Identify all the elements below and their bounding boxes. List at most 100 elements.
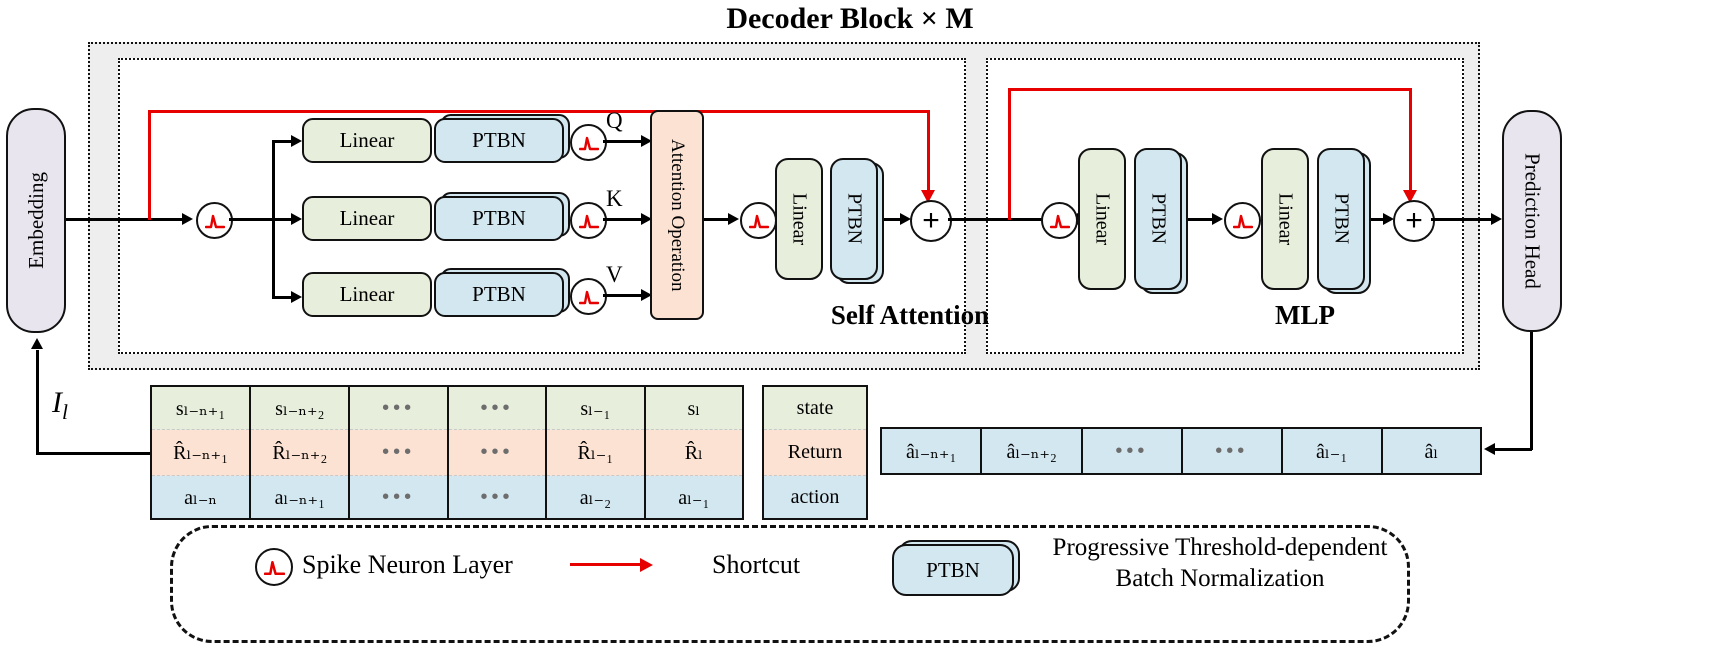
table-cell: •••	[348, 385, 449, 430]
shortcut-mlp-riser	[1008, 88, 1011, 220]
spike-glyph	[748, 214, 769, 228]
linear-block-mlp2[interactable]: Linear	[1261, 148, 1309, 290]
table-row: âₗ₋ₙ₊₁ âₗ₋ₙ₊₂ ••• ••• âₗ₋₁ âₗ	[879, 427, 1483, 475]
output-cell: •••	[1180, 427, 1283, 475]
spike-glyph	[263, 560, 285, 575]
legend-shortcut-arrowhead	[640, 558, 653, 572]
arrowhead-q	[291, 135, 302, 147]
spike-glyph	[204, 214, 225, 228]
embedding-block[interactable]: Embedding	[6, 108, 66, 333]
residual-add-self-attention[interactable]: +	[910, 200, 952, 242]
legend-cell-return: Return	[762, 429, 868, 476]
q-label: Q	[606, 108, 623, 133]
table-cell[interactable]: aₗ₋ₙ₊₁	[249, 475, 351, 520]
sequence-legend-column: state Return action	[762, 385, 868, 520]
plus-symbol: +	[1405, 204, 1423, 237]
output-cell[interactable]: âₗ₋₁	[1280, 427, 1383, 475]
legend-shortcut-label: Shortcut	[712, 550, 801, 579]
linear-block-v[interactable]: Linear	[302, 272, 432, 317]
table-cell[interactable]: R̂ₗ₋ₙ₊₂	[249, 429, 351, 476]
arrowhead-v	[291, 291, 302, 303]
spike-neuron-icon[interactable]	[570, 124, 607, 161]
shortcut-mlp-arrowhead	[1403, 190, 1417, 203]
spike-glyph	[578, 136, 599, 150]
decoder-block-outer-frame	[88, 42, 1480, 370]
output-cell[interactable]: âₗ₋ₙ₊₁	[879, 427, 983, 475]
linear-block-mlp1[interactable]: Linear	[1078, 148, 1126, 290]
table-cell: •••	[446, 429, 548, 476]
arrowhead-q-attn	[641, 135, 652, 147]
ptbn-label: PTBN	[472, 128, 526, 152]
prediction-head-block[interactable]: Prediction Head	[1502, 110, 1562, 332]
arrowhead-v-attn	[641, 289, 652, 301]
table-row: R̂ₗ₋ₙ₊₁ R̂ₗ₋ₙ₊₂ ••• ••• R̂ₗ₋₁ R̂ₗ	[149, 429, 745, 476]
ptbn-block-v[interactable]: PTBN	[434, 272, 564, 317]
output-sequence-table: âₗ₋ₙ₊₁ âₗ₋ₙ₊₂ ••• ••• âₗ₋₁ âₗ	[879, 427, 1483, 475]
arrowhead-output-row	[1484, 443, 1495, 455]
shortcut-sa-riser	[148, 110, 151, 220]
table-cell[interactable]: sₗ₋₁	[545, 385, 646, 430]
linear-label: Linear	[788, 192, 811, 246]
spike-glyph	[578, 214, 599, 228]
v-label: V	[606, 262, 623, 287]
self-attention-label: Self Attention	[830, 300, 990, 330]
ptbn-block-mlp2[interactable]: PTBN	[1317, 148, 1365, 290]
wire-head-to-output	[1490, 448, 1532, 451]
spike-neuron-icon[interactable]	[196, 202, 233, 239]
wire-spike-fanout	[229, 218, 274, 221]
legend-spike-label: Spike Neuron Layer	[302, 550, 513, 579]
ptbn-block-mlp1[interactable]: PTBN	[1134, 148, 1182, 290]
wire-head-down	[1530, 332, 1533, 450]
input-current-subscript: l	[62, 400, 68, 424]
wire-to-q	[272, 140, 294, 143]
ptbn-block-q[interactable]: PTBN	[434, 118, 564, 163]
input-sequence-table: sₗ₋ₙ₊₁ sₗ₋ₙ₊₂ ••• ••• sₗ₋₁ sₗ R̂ₗ₋ₙ₊₁ R̂…	[149, 385, 745, 520]
residual-add-mlp[interactable]: +	[1393, 200, 1435, 242]
table-row: state	[762, 385, 868, 430]
wire-mlp-to-head	[1431, 218, 1496, 221]
table-cell: •••	[348, 475, 449, 520]
spike-neuron-icon[interactable]	[740, 202, 777, 239]
table-row: action	[762, 475, 868, 520]
arrowhead-sa-add	[900, 213, 911, 225]
linear-label: Linear	[339, 128, 395, 152]
spike-neuron-icon[interactable]	[570, 202, 607, 239]
output-cell: •••	[1080, 427, 1183, 475]
spike-neuron-icon[interactable]	[570, 278, 607, 315]
shortcut-sa-drop	[927, 110, 930, 192]
table-cell[interactable]: aₗ₋₂	[545, 475, 646, 520]
linear-block-q[interactable]: Linear	[302, 118, 432, 163]
table-cell[interactable]: sₗ₋ₙ₊₁	[149, 385, 252, 430]
output-cell[interactable]: âₗ₋ₙ₊₂	[980, 427, 1083, 475]
linear-block-sa-proj[interactable]: Linear	[775, 158, 823, 280]
wire-q-to-attention	[603, 140, 645, 143]
ptbn-block-k[interactable]: PTBN	[434, 196, 564, 241]
table-cell[interactable]: sₗ	[643, 385, 745, 430]
table-row: Return	[762, 429, 868, 476]
ptbn-label: PTBN	[472, 282, 526, 306]
spike-glyph	[1049, 214, 1070, 228]
table-cell[interactable]: R̂ₗ₋ₙ₊₁	[149, 429, 252, 476]
input-current-label: Il	[52, 386, 68, 425]
ptbn-label: PTBN	[843, 193, 866, 245]
table-cell[interactable]: sₗ₋ₙ₊₂	[249, 385, 351, 430]
legend-ptbn-line2: Batch Normalization	[1115, 565, 1325, 593]
attention-operation-block[interactable]: Attention Operation	[650, 110, 704, 320]
arrowhead-k-attn	[641, 213, 652, 225]
wire-table-to-input	[36, 452, 154, 455]
ptbn-block-sa-proj[interactable]: PTBN	[830, 158, 878, 280]
plus-symbol: +	[922, 204, 940, 237]
linear-block-k[interactable]: Linear	[302, 196, 432, 241]
table-cell: •••	[348, 429, 449, 476]
table-cell[interactable]: R̂ₗ	[643, 429, 745, 476]
table-cell[interactable]: aₗ₋ₙ	[149, 475, 252, 520]
legend-ptbn-block: PTBN	[892, 544, 1014, 596]
output-cell[interactable]: âₗ	[1380, 427, 1483, 475]
k-label: K	[606, 186, 623, 211]
spike-neuron-icon[interactable]	[1041, 202, 1078, 239]
legend-container	[170, 525, 1410, 643]
table-cell[interactable]: aₗ₋₁	[643, 475, 745, 520]
table-row: sₗ₋ₙ₊₁ sₗ₋ₙ₊₂ ••• ••• sₗ₋₁ sₗ	[149, 385, 745, 430]
spike-neuron-icon[interactable]	[1224, 202, 1261, 239]
table-cell[interactable]: R̂ₗ₋₁	[545, 429, 646, 476]
